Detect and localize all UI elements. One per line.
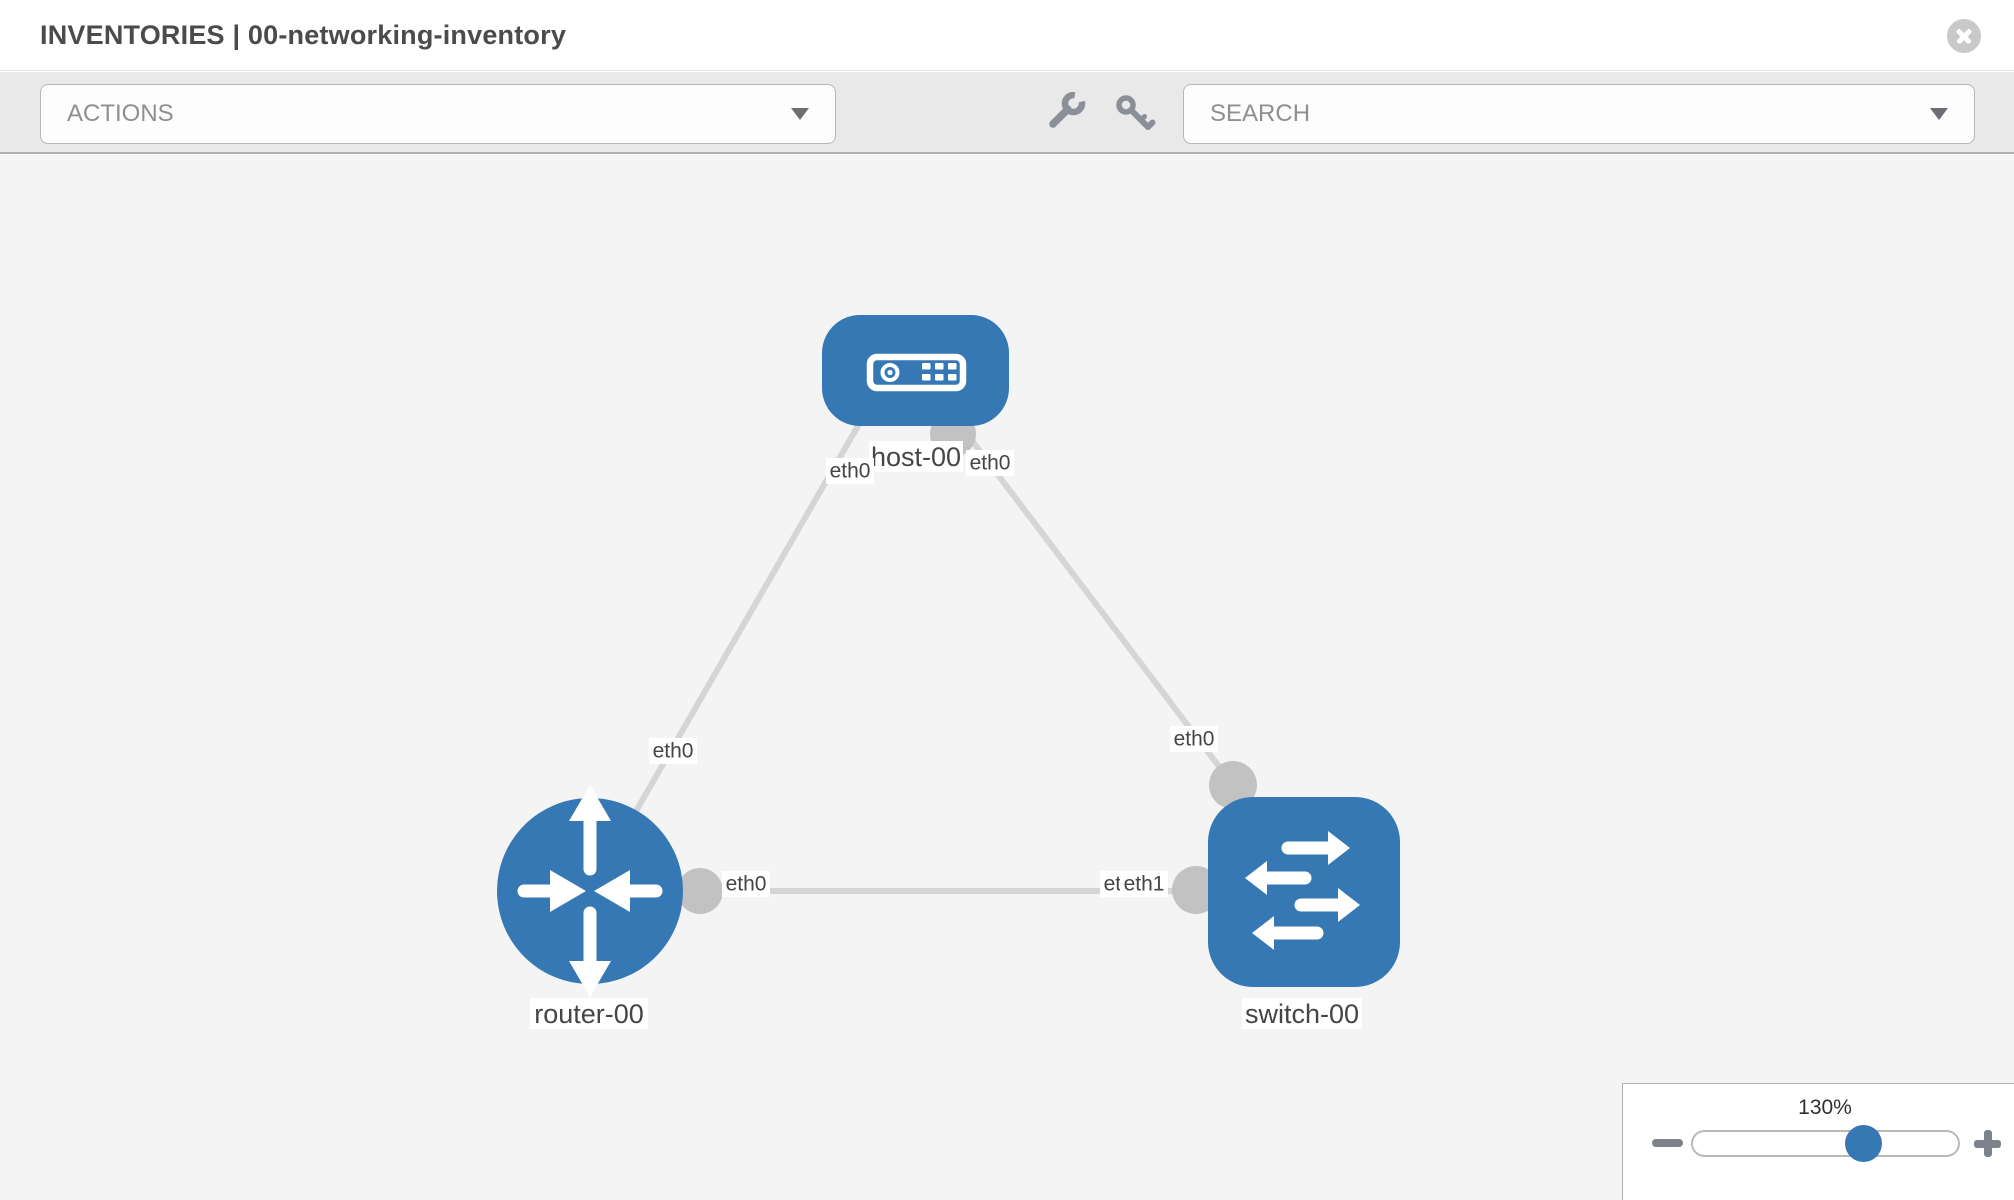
search-dropdown-label: SEARCH: [1210, 100, 1311, 127]
search-dropdown[interactable]: SEARCH: [1183, 84, 1975, 144]
interface-connector-switch-top[interactable]: [1209, 761, 1257, 809]
interface-label: eth0: [649, 738, 697, 764]
interface-label: eth1: [1120, 871, 1168, 897]
zoom-level: 130%: [1798, 1096, 1852, 1119]
svg-text:eth0: eth0: [830, 460, 871, 483]
svg-text:eth0: eth0: [726, 873, 767, 896]
chevron-down-icon: [791, 108, 809, 120]
interface-label: eth0: [722, 871, 770, 897]
zoom-out-button[interactable]: [1652, 1139, 1683, 1147]
zoom-in-button[interactable]: [1974, 1130, 2001, 1157]
zoom-slider-track[interactable]: [1691, 1130, 1960, 1157]
switch-icon: [1245, 831, 1360, 950]
svg-text:eth0: eth0: [1174, 728, 1215, 751]
key-icon[interactable]: [1113, 92, 1157, 136]
plus-icon: [1984, 1130, 1992, 1157]
svg-text:eth1: eth1: [1124, 873, 1165, 896]
page-title: INVENTORIES | 00-networking-inventory: [40, 19, 567, 50]
toolbar: ACTIONS SEARCH: [0, 72, 2014, 154]
interface-label: eth0: [826, 458, 874, 484]
svg-text:switch-00: switch-00: [1245, 999, 1359, 1029]
actions-dropdown-label: ACTIONS: [67, 100, 174, 127]
zoom-panel: 130%: [1622, 1083, 2014, 1200]
zoom-slider-thumb[interactable]: [1845, 1125, 1882, 1162]
interface-label: eth0: [1170, 726, 1218, 752]
topology-canvas[interactable]: host-00 router-00 switch-00 eth0 eth0: [0, 155, 2014, 1200]
interface-connector-router[interactable]: [677, 868, 723, 914]
close-button[interactable]: [1947, 19, 1981, 53]
interface-label: eth0: [966, 450, 1014, 476]
wrench-icon[interactable]: [1043, 92, 1087, 136]
node-router-00[interactable]: [497, 785, 683, 997]
header: INVENTORIES | 00-networking-inventory: [0, 0, 2014, 71]
svg-text:eth0: eth0: [653, 740, 694, 763]
node-label-router-00: router-00: [530, 998, 648, 1029]
chevron-down-icon: [1930, 108, 1948, 120]
svg-text:router-00: router-00: [534, 999, 644, 1029]
node-label-host-00: host-00: [869, 441, 963, 472]
host-icon: [866, 353, 967, 392]
actions-dropdown[interactable]: ACTIONS: [40, 84, 836, 144]
node-host-00[interactable]: [822, 315, 1009, 426]
svg-text:eth0: eth0: [970, 452, 1011, 475]
node-label-switch-00: switch-00: [1242, 998, 1362, 1029]
link-host-router[interactable]: [587, 403, 873, 893]
router-icon: [517, 785, 663, 997]
svg-text:host-00: host-00: [871, 442, 961, 472]
node-switch-00[interactable]: [1208, 797, 1400, 987]
